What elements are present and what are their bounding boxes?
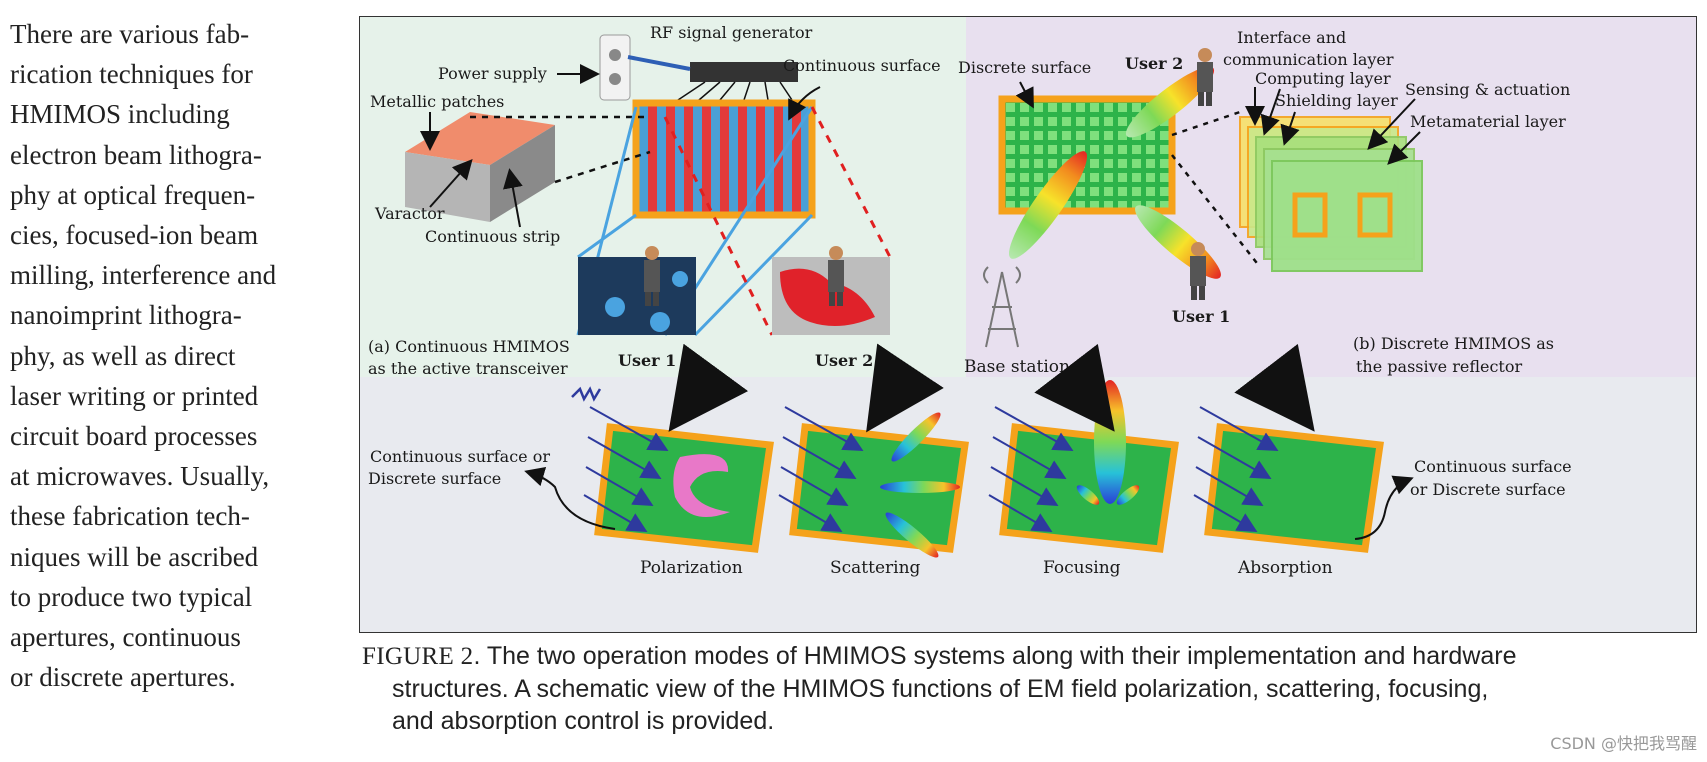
person-icon <box>644 246 660 306</box>
metallic-patches-label: Metallic patches <box>370 92 504 111</box>
panel-a-caption-line1: (a) Continuous HMIMOS <box>368 337 570 356</box>
right-note-line1: Continuous surface <box>1414 457 1572 476</box>
panel-b: Discrete surface User 2 User 1 Base stat… <box>958 28 1570 377</box>
caption-text: . The two operation modes of HMIMOS syst… <box>473 642 1517 670</box>
figure-2: RF signal generator Power supply Continu… <box>359 16 1697 633</box>
interface-layer-label-line2: communication layer <box>1223 50 1394 69</box>
layer-stack <box>1239 116 1423 272</box>
panel-a-caption-line2: as the active transceiver <box>368 359 568 378</box>
computing-layer-label: Computing layer <box>1255 69 1391 88</box>
body-text-line: these fabrication tech- <box>10 501 250 532</box>
body-text-line: apertures, continuous <box>10 622 241 653</box>
body-text-line: at microwaves. Usually, <box>10 461 270 492</box>
power-supply-label: Power supply <box>438 64 547 83</box>
focusing-unit <box>988 343 1179 553</box>
polarization-label: Polarization <box>640 558 743 578</box>
focusing-label: Focusing <box>1043 558 1121 578</box>
rf-generator-icon <box>690 62 798 82</box>
body-text-line: niques will be ascribed <box>10 541 259 572</box>
user-1-label: User 1 <box>618 351 676 370</box>
caption-line-1: FIGURE 2. The two operation modes of HMI… <box>362 640 1692 673</box>
body-text-line: phy, as well as direct <box>10 340 236 371</box>
body-text-line: or discrete apertures. <box>10 662 236 693</box>
continuous-surface-label: Continuous surface <box>783 56 941 75</box>
body-text-line: laser writing or printed <box>10 380 259 411</box>
figure-label: FIGURE 2 <box>362 643 474 670</box>
body-text-line: phy at optical frequen- <box>10 179 256 210</box>
user-2-label: User 2 <box>815 351 873 370</box>
caption-line-2: structures. A schematic view of the HMIM… <box>392 675 1489 703</box>
panel-b-caption-line1: (b) Discrete HMIMOS as <box>1353 334 1554 353</box>
right-note-line2: or Discrete surface <box>1410 480 1566 499</box>
varactor-label: Varactor <box>374 204 445 223</box>
metamaterial-layer-label: Metamaterial layer <box>1410 112 1566 131</box>
incident-beam <box>1008 151 1088 259</box>
body-text-line: milling, interference and <box>10 260 277 291</box>
continuous-surface-panel <box>632 99 816 219</box>
body-text-line: There are various fab- <box>10 19 250 49</box>
figure-illustration: RF signal generator Power supply Continu… <box>360 17 1696 632</box>
absorption-unit <box>1193 343 1384 553</box>
person-icon <box>1197 48 1213 106</box>
metallic-patches-block <box>405 112 555 165</box>
interface-layer-label-line1: Interface and <box>1237 28 1346 47</box>
polarization-unit <box>571 343 774 553</box>
sensing-actuation-label: Sensing & actuation <box>1405 80 1570 99</box>
figure-caption: FIGURE 2. The two operation modes of HMI… <box>362 640 1692 737</box>
power-outlet-icon <box>599 34 631 101</box>
user-2-label: User 2 <box>1125 54 1183 73</box>
scattering-unit <box>778 343 969 558</box>
caption-line-3: and absorption control is provided. <box>392 707 775 735</box>
watermark: CSDN @快把我骂醒 <box>1550 734 1697 753</box>
body-text-column: There are various fab- rication techniqu… <box>10 14 310 697</box>
rf-generator-label: RF signal generator <box>650 23 813 42</box>
user-1-surface-image <box>578 257 696 335</box>
left-note-line2: Discrete surface <box>368 469 501 488</box>
person-icon <box>1190 242 1206 300</box>
body-text-line: electron beam lithogra- <box>10 139 262 170</box>
scattering-label: Scattering <box>830 558 921 578</box>
panel-a: RF signal generator Power supply Continu… <box>368 23 941 378</box>
base-station-label: Base station <box>964 357 1070 377</box>
body-text-line: cies, focused-ion beam <box>10 220 259 251</box>
continuous-strip-label: Continuous strip <box>425 227 560 246</box>
left-note-line1: Continuous surface or <box>370 447 550 466</box>
body-text-line: circuit board processes <box>10 421 258 452</box>
body-text-line: to produce two typical <box>10 581 253 612</box>
discrete-surface-label: Discrete surface <box>958 58 1091 77</box>
shielding-layer-label: Shielding layer <box>1275 91 1398 110</box>
panel-c: Continuous surface or Discrete surface C… <box>368 343 1572 578</box>
absorption-label: Absorption <box>1237 558 1333 578</box>
reflected-beam-user-2 <box>1125 66 1215 138</box>
base-station-icon <box>983 266 1021 348</box>
panel-b-caption-line2: the passive reflector <box>1356 357 1522 376</box>
user-1-label: User 1 <box>1172 307 1230 326</box>
body-text-line: HMIMOS including <box>10 99 230 130</box>
body-text-line: rication techniques for <box>10 59 253 90</box>
person-icon <box>828 246 844 306</box>
body-text-line: nanoimprint lithogra- <box>10 300 242 331</box>
